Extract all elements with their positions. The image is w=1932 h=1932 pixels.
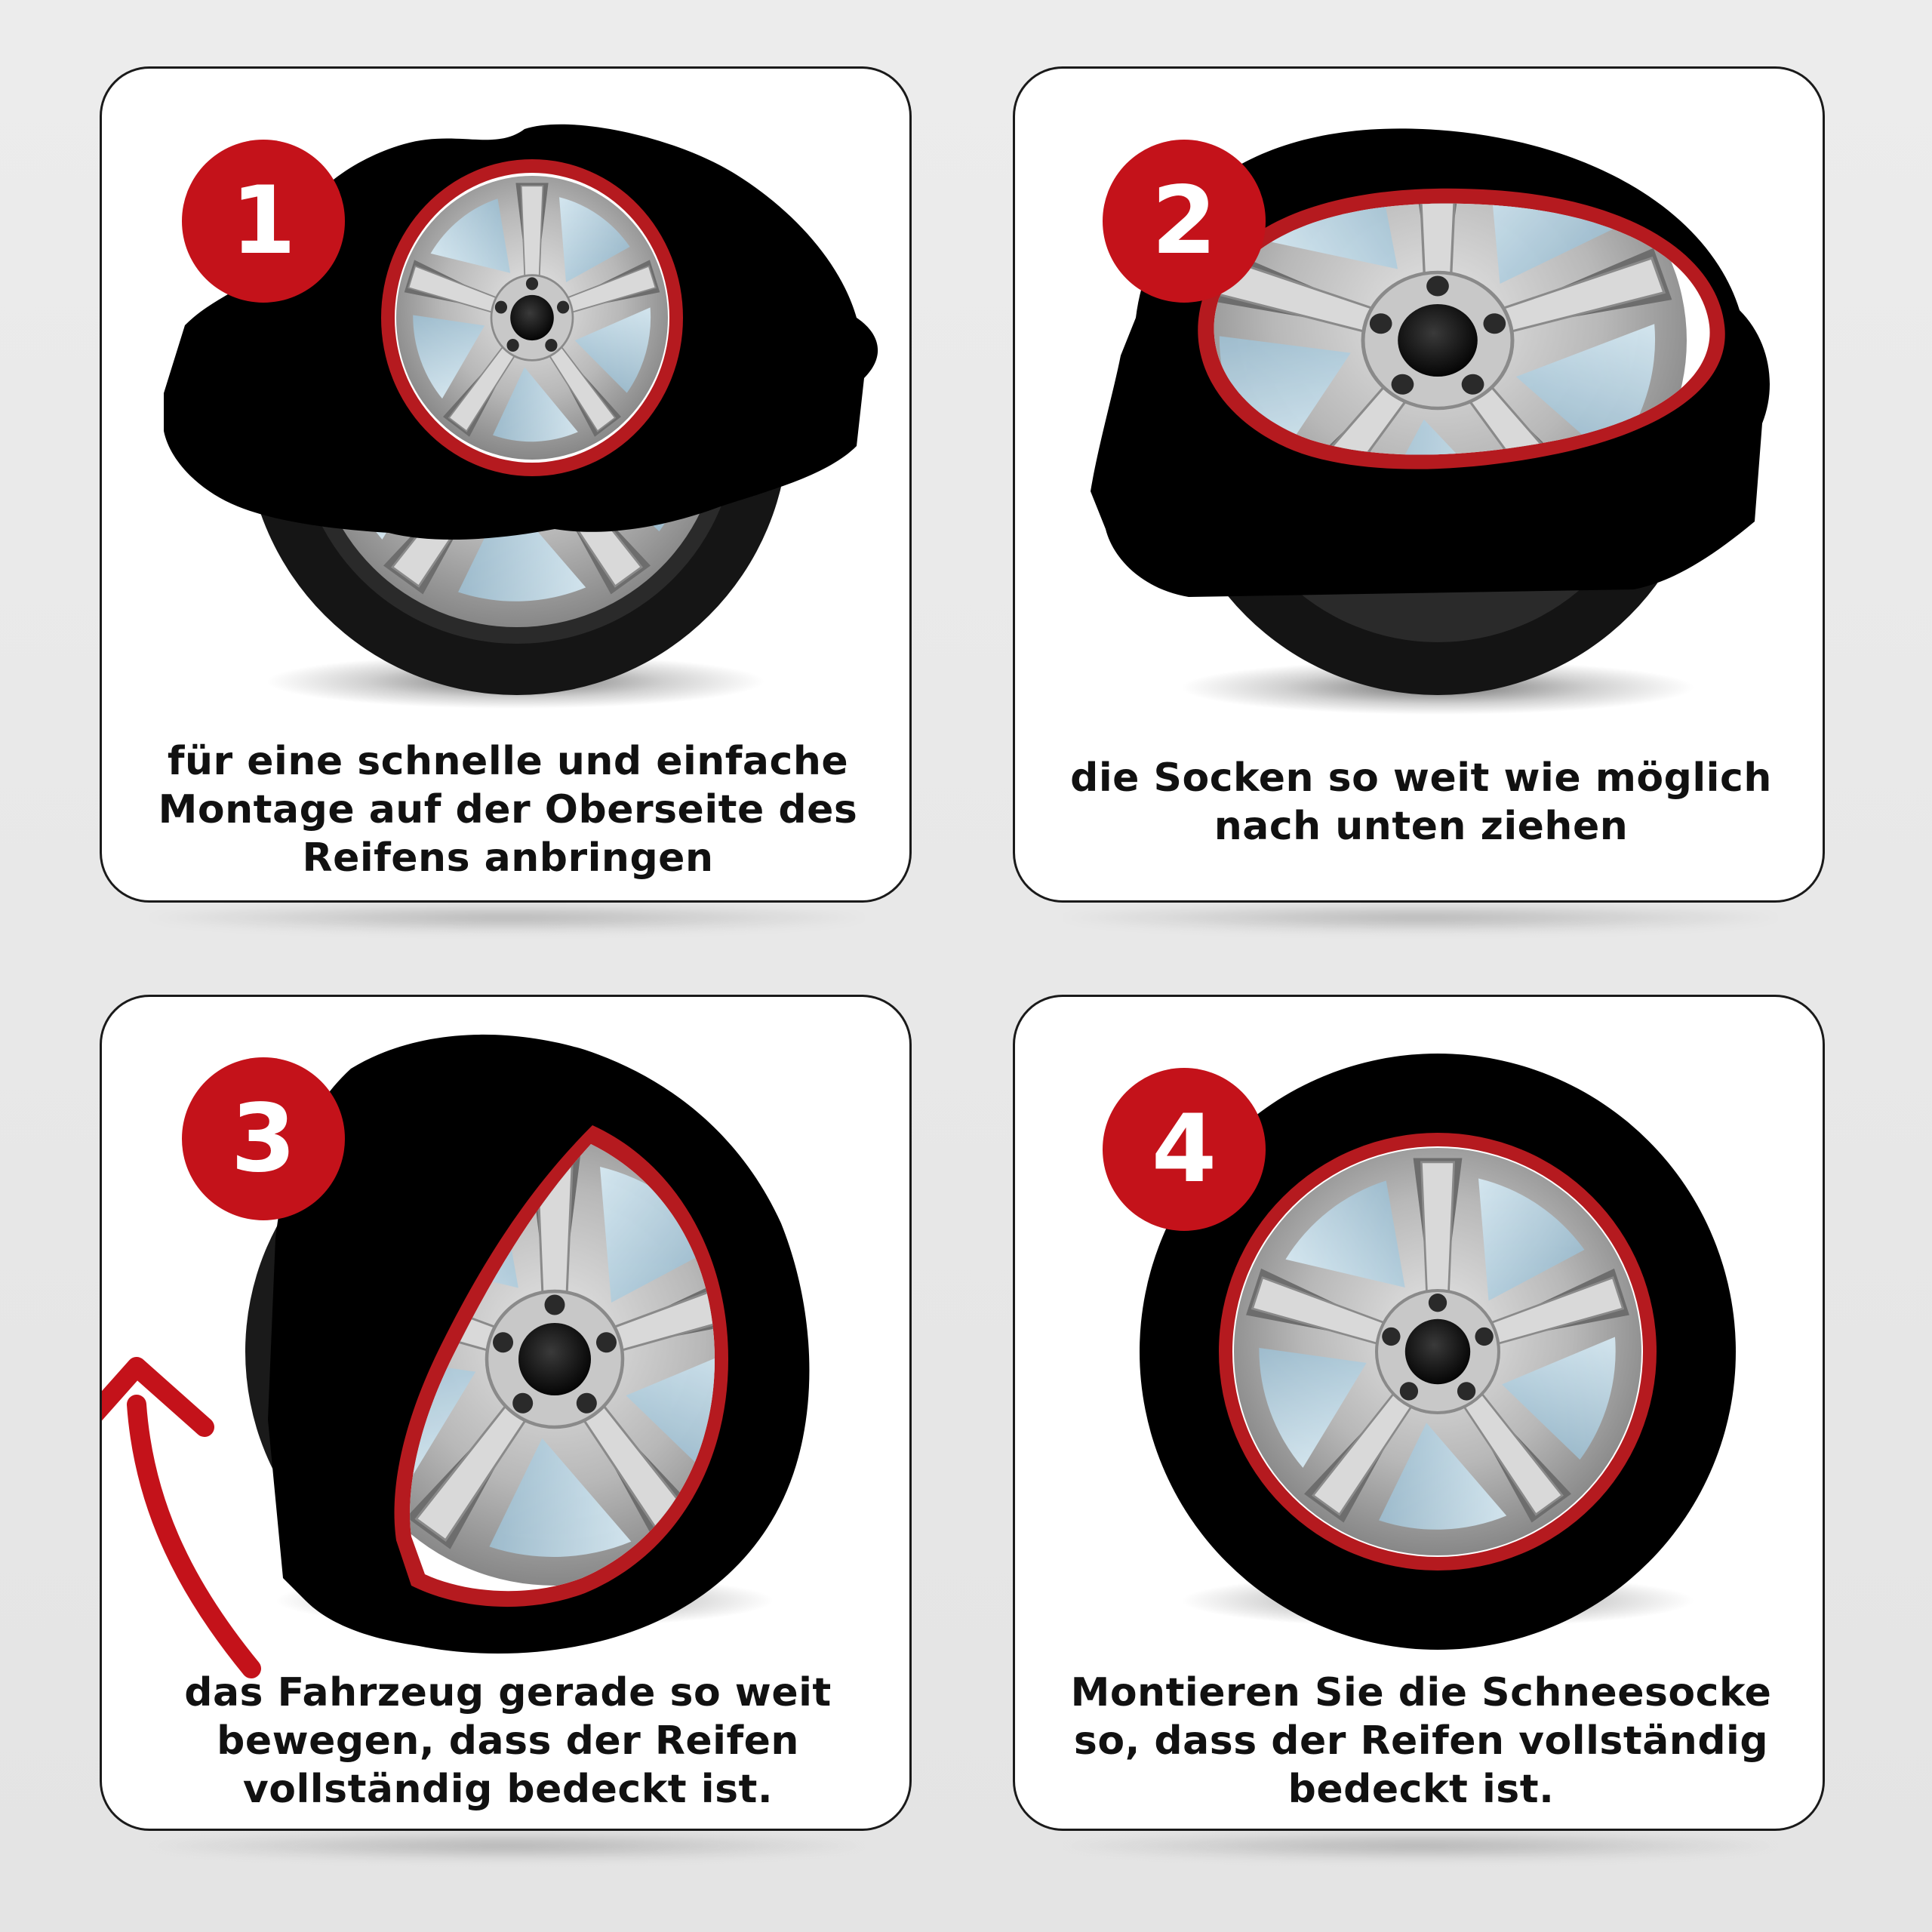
step-number-badge: 1	[182, 140, 345, 303]
step-caption: das Fahrzeug gerade so weit bewegen, das…	[184, 1670, 832, 1812]
step-caption: für eine schnelle und einfache Montage a…	[158, 739, 858, 881]
step-number-badge: 4	[1103, 1068, 1266, 1231]
step-card-4: 4 Montieren Sie die Schneesocke so, dass…	[1013, 995, 1825, 1831]
card-3-shadow	[145, 1831, 869, 1861]
step-caption: die Socken so weit wie möglich nach unte…	[1070, 755, 1772, 849]
step-caption: Montieren Sie die Schneesocke so, dass d…	[1070, 1670, 1772, 1812]
step-card-2: 2 die Socken so weit wie möglich nach un…	[1013, 66, 1825, 903]
wheel-fully-covered-icon	[1015, 997, 1825, 1831]
step-card-1: 1 für eine schnelle und einfache Montage…	[100, 66, 912, 903]
step-number-badge: 3	[182, 1057, 345, 1220]
card-1-shadow	[145, 903, 869, 933]
step-card-3: 3 das Fahrzeug gerade so weit bewegen, d…	[100, 995, 912, 1831]
wheel-rolling-with-arrow-icon	[245, 1034, 810, 1654]
rotate-arrow-icon	[102, 1357, 261, 1678]
card-2-shadow	[1058, 903, 1783, 933]
wheel-with-sock-pulled-down-icon	[1091, 128, 1770, 715]
step-number-badge: 2	[1103, 140, 1266, 303]
card-4-shadow	[1058, 1831, 1783, 1861]
